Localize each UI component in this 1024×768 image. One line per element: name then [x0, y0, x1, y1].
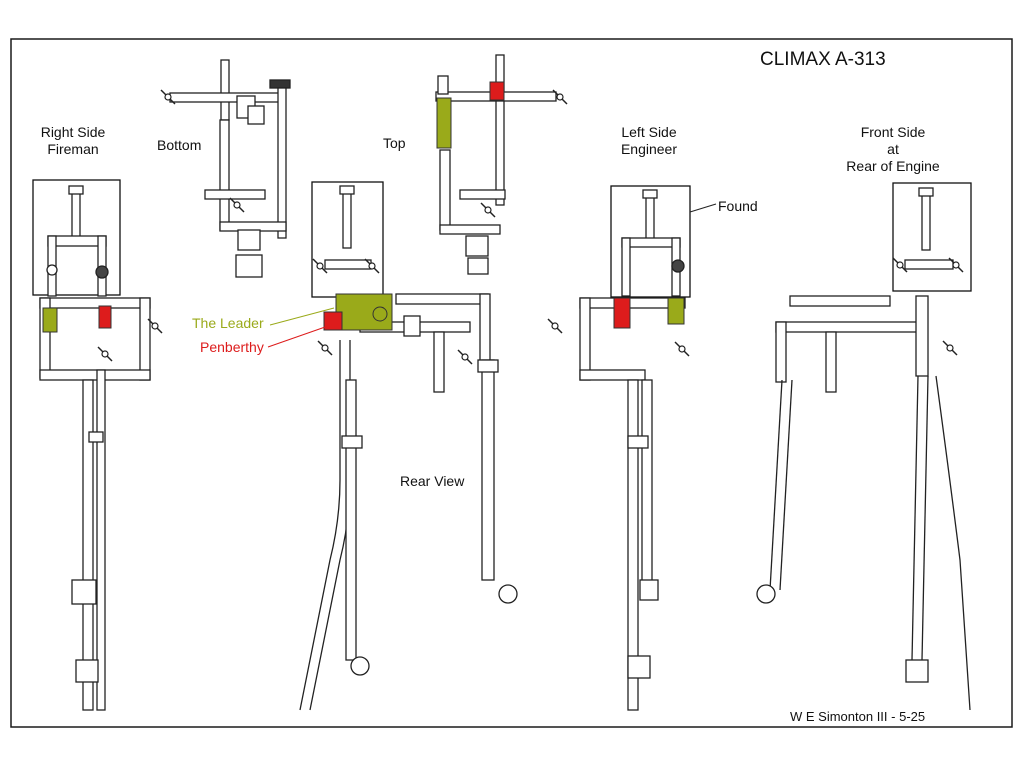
rear-view-label: Rear View — [400, 473, 465, 489]
bottom-view — [160, 59, 291, 278]
front-found-box — [892, 182, 972, 292]
front-side-label: Front Side at Rear of Engine — [838, 124, 948, 175]
rear-penberthy-fitting — [323, 311, 343, 331]
front-side-view — [756, 182, 972, 711]
leader-callout: The Leader — [192, 315, 264, 331]
sheet-border — [10, 38, 1013, 728]
top-label: Top — [383, 135, 406, 151]
front-side-label-line1: Front Side — [860, 124, 926, 140]
left-side-label-line2: Engineer — [620, 141, 678, 157]
right-side-found-box — [32, 179, 121, 296]
rear-view — [299, 181, 518, 711]
top-penberthy-fitting — [489, 81, 505, 101]
left-side-view — [547, 185, 691, 711]
left-side-label: Left Side Engineer — [604, 124, 694, 158]
front-side-label-line2: at — [887, 141, 899, 157]
left-side-penberthy-fitting — [613, 297, 631, 329]
right-side-label-line2: Fireman — [47, 141, 99, 157]
left-side-found-box — [610, 185, 691, 298]
top-leader-fitting — [436, 97, 452, 149]
left-side-label-line1: Left Side — [621, 124, 677, 140]
front-side-label-line3: Rear of Engine — [846, 158, 940, 174]
bottom-label: Bottom — [157, 137, 202, 153]
right-side-label-line1: Right Side — [40, 124, 106, 140]
signature: W E Simonton III - 5-25 — [790, 709, 926, 724]
left-side-leader-fitting — [667, 297, 685, 325]
drawing-title: CLIMAX A-313 — [760, 49, 886, 70]
penberthy-callout: Penberthy — [200, 339, 264, 355]
right-side-penberthy-fitting — [98, 305, 112, 329]
right-side-label: Right Side Fireman — [28, 124, 118, 158]
found-callout: Found — [718, 198, 758, 214]
right-side-leader-fitting — [42, 307, 58, 333]
right-side-view — [32, 179, 163, 711]
